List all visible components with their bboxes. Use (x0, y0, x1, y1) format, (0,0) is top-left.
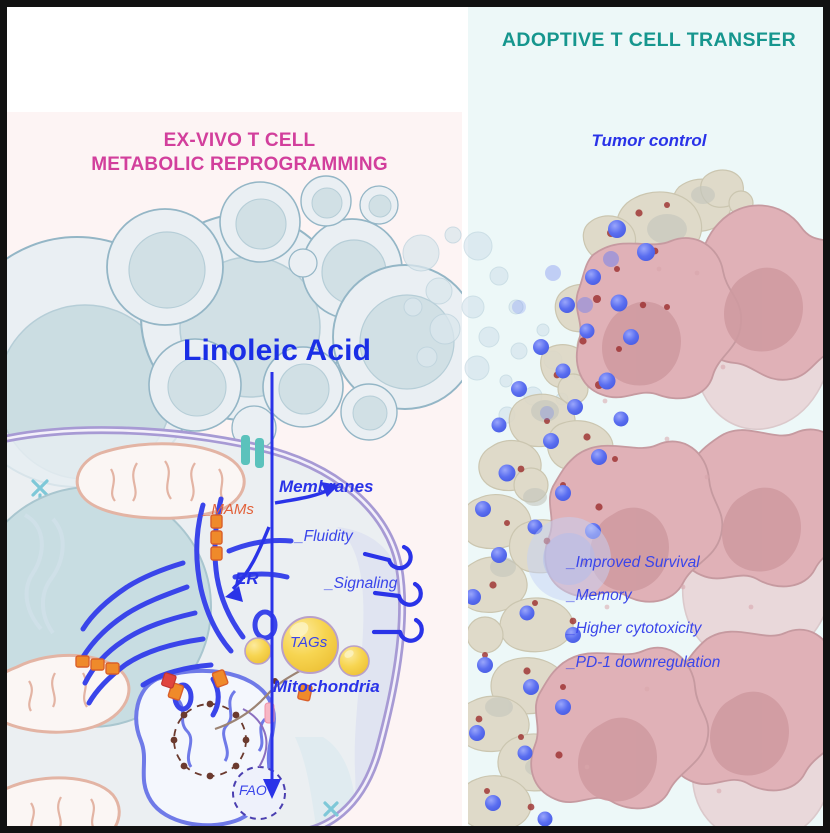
membranes-label: Membranes (279, 477, 374, 496)
adoptive-transfer-panel-background (468, 7, 823, 826)
ex-vivo-title-line1: EX-VIVO T CELL (163, 130, 316, 151)
benefit-higher-cytotoxicity: _Higher cytotoxicity (567, 620, 702, 637)
mitochondria-label: Mitochondria (273, 677, 380, 696)
ex-vivo-title-line2: METABOLIC REPROGRAMMING (91, 154, 388, 176)
benefit-memory: _Memory (567, 587, 632, 604)
adoptive-transfer-title: ADOPTIVE T CELL TRANSFER (501, 29, 797, 51)
ex-vivo-title: EX-VIVO T CELL METABOLIC REPROGRAMMING (32, 129, 447, 178)
tags-label: TAGs (290, 634, 328, 651)
tumor-control-label: Tumor control (591, 131, 707, 150)
benefit-improved-survival: _Improved Survival (567, 554, 700, 571)
mams-label: _MAMs (203, 501, 254, 518)
ex-vivo-panel-background (7, 112, 462, 826)
figure-stage: ADOPTIVE T CELL TRANSFER EX-VIVO T CELL … (7, 7, 823, 826)
benefit-pd1-downregulation: _PD-1 downregulation (567, 654, 721, 671)
linoleic-acid-label: Linoleic Acid (183, 334, 372, 367)
er-label: ER (235, 569, 259, 588)
signaling-label: _Signaling (325, 575, 398, 592)
fluidity-label: _Fluidity (295, 528, 353, 545)
fao-label: FAO (239, 782, 267, 798)
